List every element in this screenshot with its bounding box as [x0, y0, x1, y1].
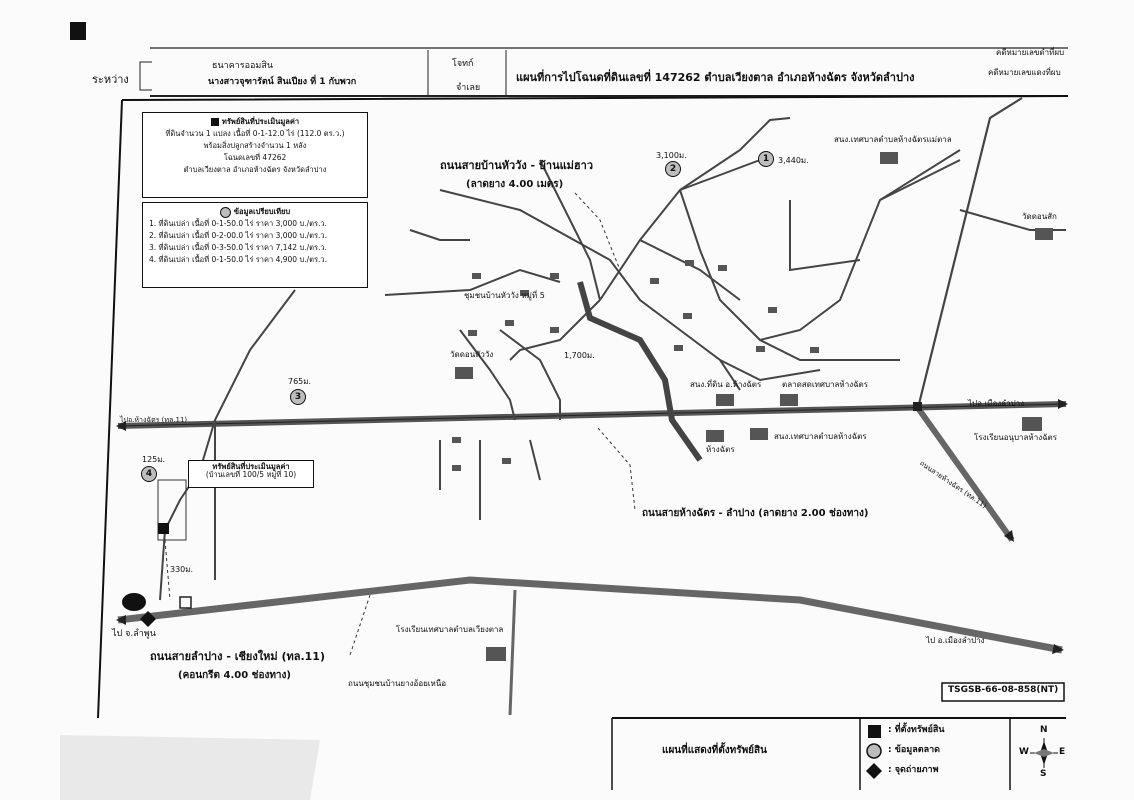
road-label-community: ถนนชุมชนบ้านยางอ้อยเหนือ — [348, 679, 447, 688]
intersection-mark — [913, 402, 922, 411]
scan-corner-mark — [70, 22, 86, 40]
header-bracket — [139, 61, 152, 91]
comparison-box-title: ข้อมูลเปรียบเทียบ — [233, 207, 291, 216]
comparison-info-box: ข้อมูลเปรียบเทียบ 1. ที่ดินเปล่า เนื้อที… — [142, 202, 368, 288]
landmark-tessaban-maetan: สนง.เทศบาลตำบลห้างฉัตรแม่ตาล — [834, 135, 952, 144]
comparison-item: 1. ที่ดินเปล่า เนื้อที่ 0-1-50.0 ไร่ ราค… — [149, 219, 328, 228]
landmark-hangchat: ห้างฉัตร — [706, 445, 735, 454]
distance-label: 125ม. — [142, 455, 166, 464]
property-outline — [157, 479, 187, 541]
case-red: คดีหมายเลขแดงที่ผบ — [988, 68, 1061, 77]
property-line: ที่ดินจำนวน 1 แปลง เนื้อที่ 0-1-12.0 ไร่… — [165, 129, 345, 138]
property-callout: ทรัพย์สินที่ประเมินมูลค่า (บ้านเลขที่ 10… — [188, 460, 314, 488]
legend-property-label: : ที่ตั้งทรัพย์สิน — [888, 725, 945, 735]
road-label-lampang-chiangmai: ถนนสายลำปาง - เชียงใหม่ (ทล.11) — [150, 650, 325, 663]
road-label-left: ไปอ.ห้างฉัตร (ทล.11) — [120, 416, 188, 424]
legend-caption: แผนที่แสดงที่ตั้งทรัพย์สิน — [662, 745, 767, 756]
road-arrows — [116, 399, 1068, 654]
comparison-item: 2. ที่ดินเปล่า เนื้อที่ 0-2-00.0 ไร่ ราค… — [149, 231, 328, 240]
compass-s: S — [1040, 769, 1047, 779]
market-marker-4: 4 — [141, 466, 157, 482]
property-callout-address: (บ้านเลขที่ 100/5 หมู่ที่ 10) — [205, 470, 297, 480]
bank-name: ธนาคารออมสิน — [212, 61, 273, 71]
road-label-lampang-chiangmai-surface: (คอนกรีต 4.00 ช่องทาง) — [178, 670, 291, 681]
property-line: โฉนดเลขที่ 47262 — [223, 153, 287, 162]
temple-label-huawang: วัดดอนหัววัง — [450, 350, 494, 359]
comparison-item: 4. ที่ดินเปล่า เนื้อที่ 0-1-50.0 ไร่ ราค… — [149, 255, 328, 264]
photo-point-blob — [122, 593, 146, 611]
scan-shadow — [60, 735, 320, 800]
main-road-centerline — [117, 403, 1067, 427]
house-icons — [452, 152, 1053, 661]
market-marker-3: 3 — [290, 389, 306, 405]
distance-label: 3,440ม. — [778, 156, 809, 165]
property-square-icon — [210, 118, 219, 126]
property-callout-title: ทรัพย์สินที่ประเมินมูลค่า — [212, 462, 290, 471]
leader-lines — [164, 192, 636, 656]
landmark-wat-donsak: วัดดอนสัก — [1022, 212, 1057, 221]
road-north-right — [916, 97, 1023, 409]
highway-lampang-chiangmai — [117, 576, 1063, 654]
property-line: ตำบลเวียงตาล อำเภอห้างฉัตร จังหวัดลำปาง — [183, 165, 327, 174]
ref-code: TSGSB-66-08-858(NT) — [948, 685, 1059, 695]
market-circle-icon — [219, 206, 231, 218]
landmark-tessaban-hangchat: สนง.เทศบาลตำบลห้างฉัตร — [774, 432, 867, 441]
property-location-marker — [158, 523, 169, 534]
local-roads — [384, 117, 1066, 520]
ref-code-box — [941, 682, 1065, 702]
compass-e: E — [1059, 747, 1066, 757]
compass-icon — [1030, 738, 1058, 768]
legend-photo-label: : จุดถ่ายภาพ — [888, 765, 939, 775]
legend-photo-icon — [866, 763, 882, 779]
map-frame — [97, 95, 1069, 719]
landmark-school-anuban: โรงเรียนอนุบาลห้างฉัตร — [974, 433, 1058, 442]
market-marker-2: 2 — [665, 161, 681, 177]
road-label-huawang-surface: (ลาดยาง 4.00 เมตร) — [466, 179, 564, 190]
legend-market-label: : ข้อมูลตลาด — [888, 745, 940, 755]
direction-to-lamphun: ไป จ.ลำพูน — [112, 629, 156, 639]
community-road — [508, 589, 517, 716]
distance-label: 330ม. — [170, 565, 194, 574]
legend-property-icon — [868, 725, 881, 738]
comparison-item: 3. ที่ดินเปล่า เนื้อที่ 0-3-50.0 ไร่ ราค… — [149, 243, 328, 252]
community-label-huawang: ชุมชนบ้านหัววัง หมู่ที่ 5 — [464, 291, 545, 300]
property-info-box: ทรัพย์สินที่ประเมินมูลค่า ที่ดินจำนวน 1 … — [142, 112, 368, 198]
road-label-hangchat-lampang: ถนนสายห้างฉัตร - ลำปาง (ลาดยาง 2.00 ช่อง… — [642, 508, 869, 519]
landmark-market: ตลาดสดเทศบาลห้างฉัตร — [782, 380, 869, 389]
distance-label: 1,700ม. — [564, 351, 595, 360]
between-label: ระหว่าง — [92, 73, 129, 86]
direction-to-mueang-lampang: ไปอ.เมืองลำปาง — [968, 399, 1025, 408]
landmark-school-wiangtan: โรงเรียนเทศบาลตำบลเวียงตาล — [396, 625, 504, 634]
distance-label: 765ม. — [288, 377, 312, 386]
compass-n: N — [1040, 725, 1048, 735]
landmark-land-office: สนง.ที่ดิน อ.ห้างฉัตร — [690, 380, 762, 389]
direction-to-mueang: ไป อ.เมืองลำปาง — [926, 636, 985, 645]
property-box-title: ทรัพย์สินที่ประเมินมูลค่า — [221, 117, 300, 126]
defendant-name: นางสาวจุฑารัตน์ สินเปียง ที่ 1 กับพวก — [208, 77, 357, 87]
river — [577, 281, 703, 462]
diagonal-road — [915, 406, 1015, 542]
property-line: พร้อมสิ่งปลูกสร้างจำนวน 1 หลัง — [203, 141, 307, 150]
market-marker-1: 1 — [758, 151, 774, 167]
road-label-huawang: ถนนสายบ้านหัววัง - บ้านแม่ฮาว — [440, 159, 594, 172]
legend-market-icon — [866, 743, 882, 759]
photo-point-icon — [140, 611, 156, 627]
plaintiff-label: โจทก์ — [452, 59, 474, 69]
defendant-label: จำเลย — [456, 83, 481, 93]
junction-box — [179, 596, 192, 609]
compass-w: W — [1019, 747, 1029, 757]
distance-label: 3,100ม. — [656, 151, 687, 160]
case-black: คดีหมายเลขดำที่ผบ — [996, 48, 1065, 57]
map-title: แผนที่การไปโฉนดที่ดินเลขที่ 147262 ตำบลเ… — [516, 71, 915, 84]
road-to-property — [159, 289, 296, 601]
